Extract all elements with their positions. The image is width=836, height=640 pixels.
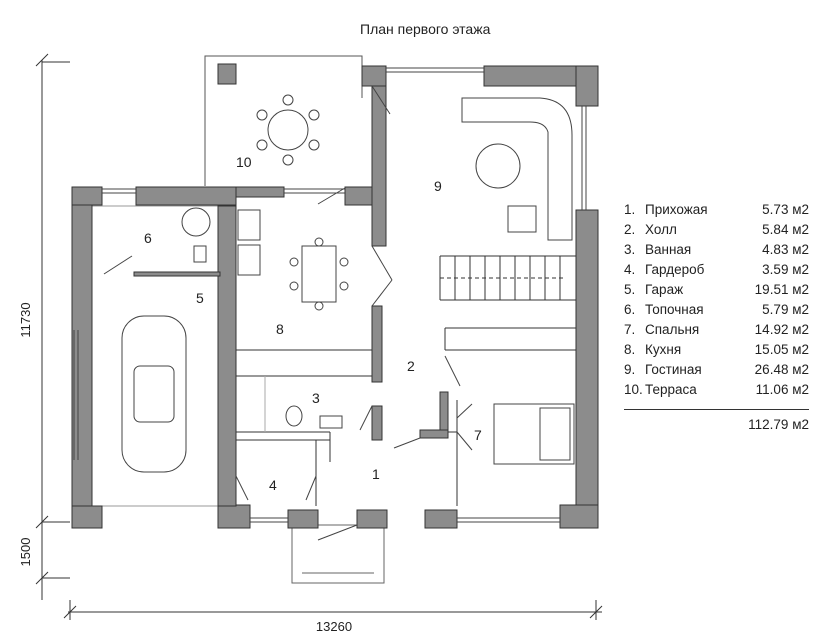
walls — [71, 63, 599, 529]
dimension-lines — [35, 53, 603, 620]
room-label-5: 5 — [196, 290, 204, 306]
room-label-10: 10 — [236, 154, 252, 170]
total-area: 112.79 м2 — [748, 417, 809, 432]
dim-width: 13260 — [316, 619, 352, 634]
room-label-6: 6 — [144, 230, 152, 246]
windows — [73, 67, 587, 523]
room-label-1: 1 — [372, 466, 380, 482]
doors — [103, 85, 473, 541]
stairs — [439, 255, 576, 301]
room-label-2: 2 — [407, 358, 415, 374]
room-label-8: 8 — [276, 321, 284, 337]
room-label-7: 7 — [474, 427, 482, 443]
room-labels: 1 2 3 4 5 6 7 8 9 10 — [144, 154, 482, 493]
plan-outlines — [91, 55, 578, 584]
room-label-3: 3 — [312, 390, 320, 406]
room-label-4: 4 — [269, 477, 277, 493]
plan-title: План первого этажа — [360, 21, 491, 37]
legend-divider — [624, 409, 809, 410]
dim-porch: 1500 — [18, 538, 33, 567]
furniture — [121, 94, 575, 473]
dim-height: 11730 — [18, 302, 33, 337]
room-label-9: 9 — [434, 178, 442, 194]
